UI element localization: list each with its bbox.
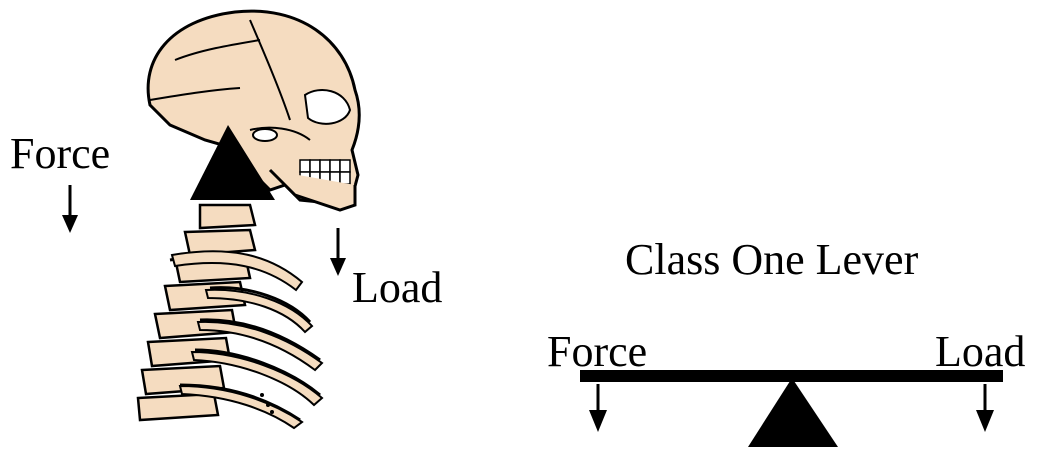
skull-neck-drawing xyxy=(0,0,520,447)
load-arrow xyxy=(330,228,346,276)
skull-force-label: Force xyxy=(10,132,110,176)
lever-force-arrow xyxy=(589,384,607,432)
skull-load-label: Load xyxy=(352,266,442,310)
lever-drawing xyxy=(520,0,1043,447)
lever-load-arrow xyxy=(976,384,994,432)
class-one-lever-diagram: Class One Lever Force Load xyxy=(520,0,1043,447)
force-arrow xyxy=(62,185,78,233)
skull-lever-illustration: Force Load xyxy=(0,0,520,447)
lever-fulcrum-triangle xyxy=(748,378,838,447)
